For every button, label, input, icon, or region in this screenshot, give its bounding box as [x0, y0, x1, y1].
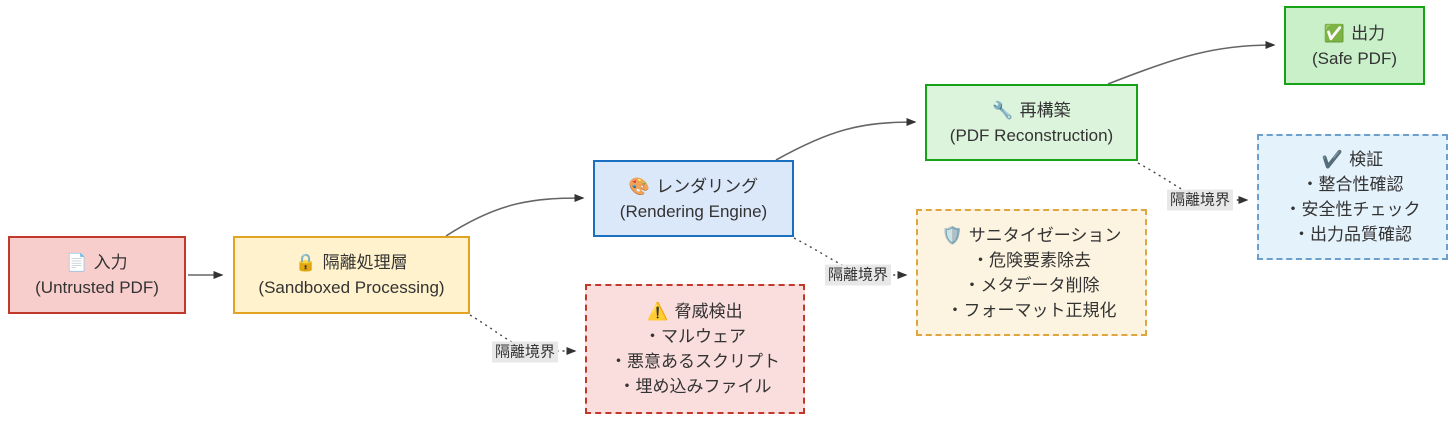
node-output: ✅出力 (Safe PDF) [1284, 6, 1425, 85]
node-sanitize-label: サニタイゼーション [968, 225, 1122, 245]
sanitize-item: ・メタデータ削除 [963, 275, 1100, 295]
node-sandbox-subtitle: (Sandboxed Processing) [258, 278, 445, 297]
node-reconstruct: 🔧再構築 (PDF Reconstruction) [925, 84, 1138, 161]
node-sanitization: 🛡️サニタイゼーション ・危険要素除去 ・メタデータ削除 ・フォーマット正規化 [916, 209, 1147, 336]
node-output-label: 出力 [1351, 23, 1386, 43]
check-box-icon: ✅ [1323, 23, 1346, 43]
node-sandbox: 🔒 隔離処理層 (Sandboxed Processing) [233, 236, 470, 314]
edge-reconstruct-to-output [1107, 41, 1276, 85]
palette-icon: 🎨 [628, 176, 651, 196]
warning-icon: ⚠️ [647, 302, 669, 321]
document-icon: 📄 [66, 253, 88, 272]
node-sandbox-title: 🔒 隔離処理層 [295, 250, 407, 275]
node-reconstruct-subtitle: (PDF Reconstruction) [949, 125, 1114, 145]
node-sandbox-label: 隔離処理層 [322, 253, 408, 272]
node-render-label: レンダリング [656, 176, 759, 196]
threat-item: ・悪意あるスクリプト [610, 352, 780, 371]
verify-item: ・安全性チェック [1284, 200, 1421, 219]
threat-item: ・埋め込みファイル [618, 377, 772, 396]
edge-label-isolation-boundary: 隔離境界 [824, 264, 892, 286]
node-threat-label: 脅威検出 [674, 302, 743, 321]
node-output-subtitle: (Safe PDF) [1311, 48, 1398, 68]
node-render-title: 🎨レンダリング [629, 174, 758, 199]
node-input-title: 📄 入力 [66, 250, 127, 275]
edge-label-isolation-boundary: 隔離境界 [1166, 189, 1234, 211]
node-verify-title: ✔️ 検証 [1322, 147, 1383, 172]
edge-label-isolation-boundary: 隔離境界 [491, 341, 559, 363]
node-input-label: 入力 [93, 253, 128, 272]
sanitize-item: ・フォーマット正規化 [946, 300, 1117, 320]
node-threat-title: ⚠️ 脅威検出 [647, 299, 742, 324]
node-output-title: ✅出力 [1324, 21, 1385, 46]
node-render: 🎨レンダリング (Rendering Engine) [593, 160, 794, 237]
verify-item: ・整合性確認 [1301, 175, 1404, 194]
node-reconstruct-label: 再構築 [1019, 100, 1071, 120]
verify-item: ・出力品質確認 [1293, 225, 1412, 244]
sanitize-item: ・危険要素除去 [972, 250, 1091, 270]
node-reconstruct-title: 🔧再構築 [992, 98, 1070, 123]
node-input-subtitle: (Untrusted PDF) [35, 278, 159, 297]
wrench-icon: 🔧 [992, 100, 1014, 120]
node-verify-label: 検証 [1349, 150, 1384, 169]
shield-icon: 🛡️ [941, 225, 963, 245]
lock-icon: 🔒 [295, 253, 317, 272]
threat-item: ・マルウェア [644, 327, 746, 346]
node-sanitize-title: 🛡️サニタイゼーション [942, 223, 1122, 248]
node-render-subtitle: (Rendering Engine) [619, 201, 768, 221]
node-input: 📄 入力 (Untrusted PDF) [8, 236, 186, 314]
edge-sandbox-to-render [445, 194, 585, 237]
check-mark-icon: ✔️ [1321, 150, 1344, 169]
node-verification: ✔️ 検証 ・整合性確認 ・安全性チェック ・出力品質確認 [1257, 134, 1448, 260]
node-threat-detection: ⚠️ 脅威検出 ・マルウェア ・悪意あるスクリプト ・埋め込みファイル [585, 284, 805, 414]
edge-render-to-reconstruct [775, 118, 917, 161]
